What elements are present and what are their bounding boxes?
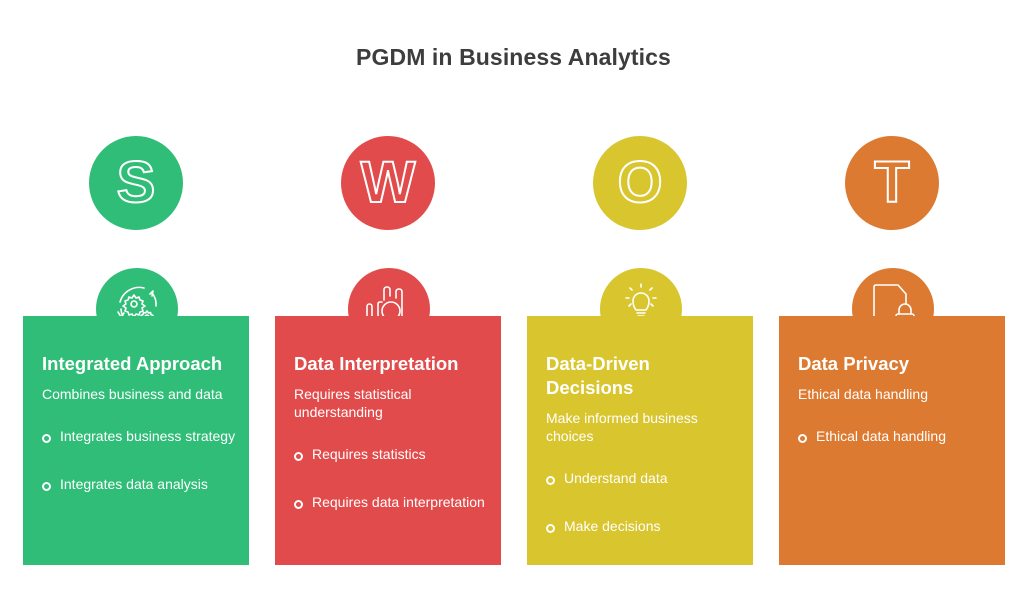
- card-body: [275, 316, 501, 565]
- svg-text:O: O: [617, 150, 662, 215]
- bullet-text: Requires data interpretation: [312, 494, 485, 510]
- page-title: PGDM in Business Analytics: [356, 44, 671, 70]
- bullet-dot-icon: [546, 476, 555, 485]
- svg-text:T: T: [874, 150, 909, 215]
- card-strength: Integrated Approach Combines business an…: [23, 268, 249, 565]
- list-item: Requires statistics: [294, 445, 490, 463]
- card-body: [779, 316, 1005, 565]
- card-title: Data Privacy: [798, 353, 910, 374]
- bullet-text: Integrates data analysis: [60, 476, 208, 492]
- bullet-dot-icon: [294, 500, 303, 509]
- bullet-text: Ethical data handling: [816, 428, 946, 444]
- card-description: Requires statistical understanding: [294, 386, 412, 420]
- card-title: Integrated Approach: [42, 353, 223, 374]
- card-body: [527, 316, 753, 565]
- card-threat: Data Privacy Ethical data handling Ethic…: [779, 268, 1005, 565]
- card-title: Data-Driven Decisions: [546, 353, 650, 398]
- list-item: Understand data: [546, 469, 742, 487]
- list-item: Requires data interpretation: [294, 493, 490, 511]
- bullet-dot-icon: [42, 482, 51, 491]
- card-description: Make informed business choices: [546, 410, 698, 444]
- bullet-dot-icon: [294, 452, 303, 461]
- bullet-text: Understand data: [564, 470, 668, 486]
- swot-letter-o: O: [593, 136, 687, 230]
- list-item: Integrates business strategy: [42, 427, 238, 445]
- letter-t-icon: T: [873, 149, 910, 216]
- bullet-text: Integrates business strategy: [60, 428, 236, 444]
- card-body: [23, 316, 249, 565]
- svg-text:W: W: [361, 150, 416, 215]
- bullet-text: Requires statistics: [312, 446, 426, 462]
- bullet-dot-icon: [42, 434, 51, 443]
- bullet-dot-icon: [546, 524, 555, 533]
- swot-letter-t: T: [845, 136, 939, 230]
- svg-text:S: S: [117, 150, 156, 215]
- card-title: Data Interpretation: [294, 353, 459, 374]
- swot-letter-s: S: [89, 136, 183, 230]
- card-opportunity: Data-Driven Decisions Make informed busi…: [527, 268, 753, 565]
- card-description: Combines business and data: [42, 386, 223, 402]
- bullet-text: Make decisions: [564, 518, 661, 534]
- card-description: Ethical data handling: [798, 386, 928, 402]
- letter-w-icon: W: [360, 149, 417, 216]
- list-item: Make decisions: [546, 517, 742, 535]
- card-weakness: Data Interpretation Requires statistical…: [275, 268, 501, 565]
- list-item: Integrates data analysis: [42, 475, 238, 493]
- letter-o-icon: O: [616, 149, 663, 216]
- bullet-dot-icon: [798, 434, 807, 443]
- swot-letter-w: W: [341, 136, 435, 230]
- list-item: Ethical data handling: [798, 427, 994, 445]
- letter-s-icon: S: [116, 149, 157, 216]
